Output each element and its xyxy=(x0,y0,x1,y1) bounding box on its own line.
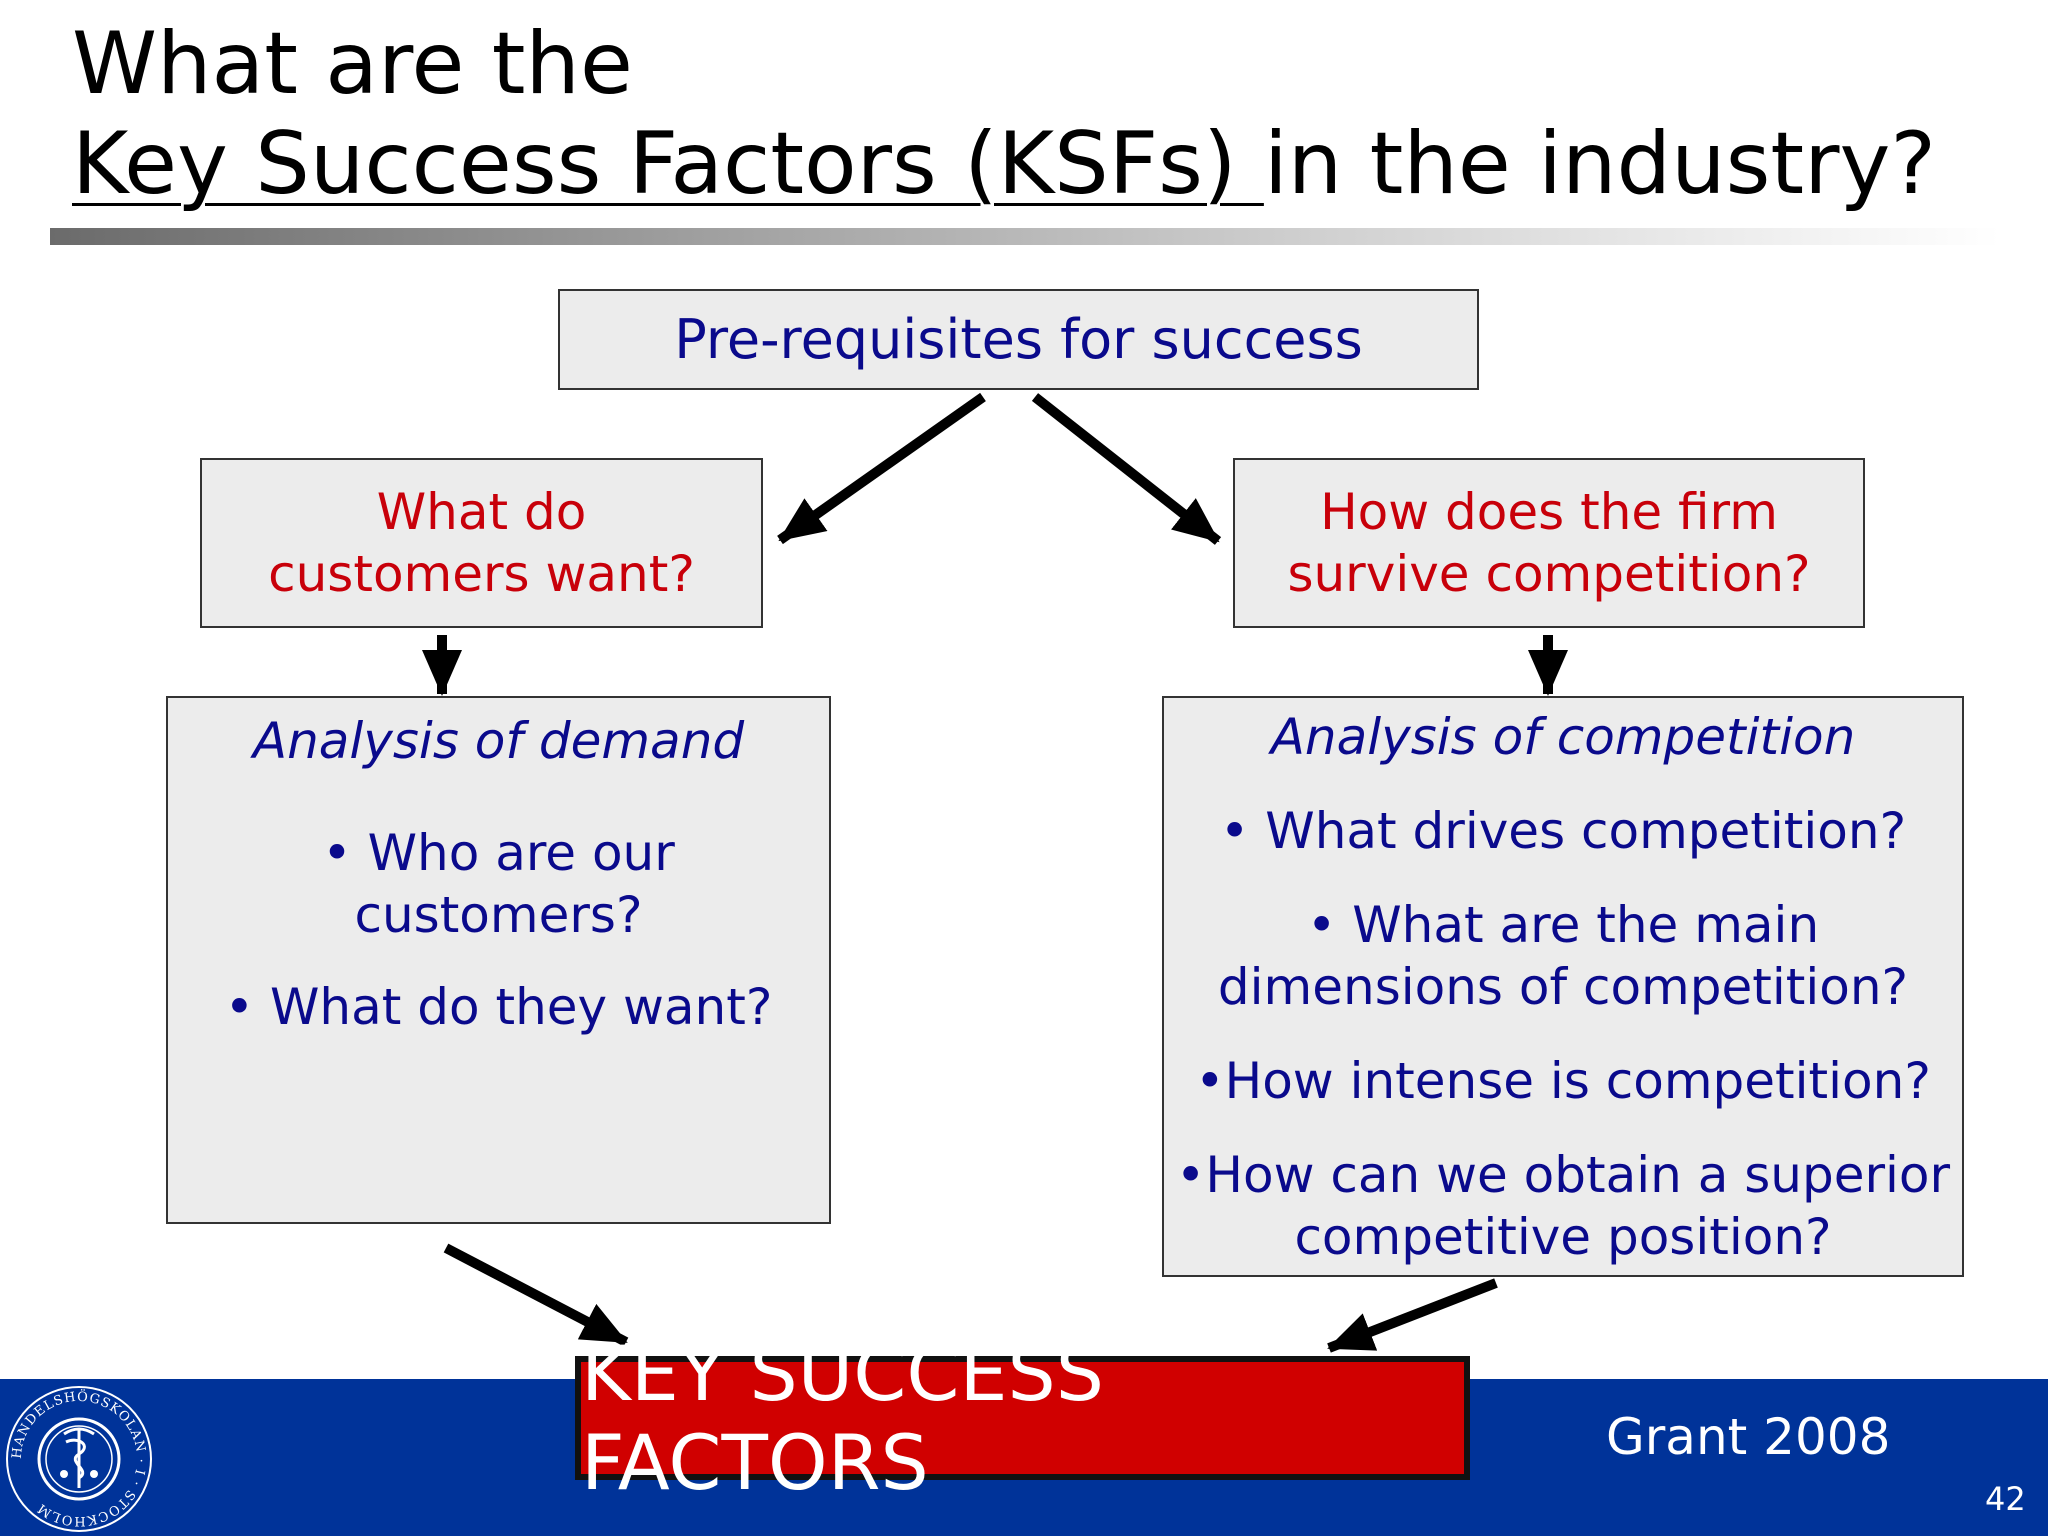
competition-item: •How can we obtain a superior xyxy=(1175,1146,1951,1204)
title-underlined-phrase: Key Success Factors (KSFs) xyxy=(72,114,1264,214)
slide-title: What are the Key Success Factors (KSFs) … xyxy=(72,14,1936,214)
customers-want-line-1: What do xyxy=(376,483,587,541)
survive-competition-line-1: How does the firm xyxy=(1320,483,1778,541)
competition-item: • What drives competition? xyxy=(1219,802,1907,860)
demand-heading: Analysis of demand xyxy=(252,712,745,770)
source-credit: Grant 2008 xyxy=(1606,1408,1891,1466)
arrow-demand-to-ksf xyxy=(443,1243,629,1347)
demand-item: • What do they want? xyxy=(224,978,773,1036)
title-line-2-rest: in the industry? xyxy=(1263,114,1937,214)
key-success-factors-box: KEY SUCCESS FACTORS xyxy=(575,1329,1470,1507)
analysis-of-competition-box: Analysis of competition • What drives co… xyxy=(1162,696,1964,1277)
demand-item: customers? xyxy=(354,886,643,944)
arrow-to-customers xyxy=(777,392,986,545)
page-number: 42 xyxy=(1985,1480,2026,1518)
prerequisites-label: Pre-requisites for success xyxy=(674,308,1363,371)
arrow-to-survive xyxy=(1031,393,1222,545)
survive-competition-line-2: survive competition? xyxy=(1287,545,1811,603)
competition-item: • What are the main xyxy=(1306,896,1820,954)
arrow-competition-to-ksf xyxy=(1327,1278,1498,1353)
survive-competition-box: How does the firm survive competition? xyxy=(1233,458,1865,628)
competition-item: competitive position? xyxy=(1294,1208,1832,1266)
demand-item: • Who are our xyxy=(322,824,675,882)
competition-heading: Analysis of competition xyxy=(1270,708,1856,766)
analysis-of-demand-box: Analysis of demand • Who are our custome… xyxy=(166,696,831,1224)
customers-want-box: What do customers want? xyxy=(200,458,763,628)
school-seal-icon: HANDELSHÖGSKOLAN · I · STOCKHOLM xyxy=(6,1386,152,1532)
customers-want-line-2: customers want? xyxy=(268,545,695,603)
title-divider xyxy=(50,228,2000,245)
competition-item: •How intense is competition? xyxy=(1195,1052,1931,1110)
prerequisites-box: Pre-requisites for success xyxy=(558,289,1479,390)
title-line-1: What are the xyxy=(72,14,633,114)
key-success-factors-label: KEY SUCCESS FACTORS xyxy=(581,1329,1104,1507)
competition-item: dimensions of competition? xyxy=(1217,958,1909,1016)
